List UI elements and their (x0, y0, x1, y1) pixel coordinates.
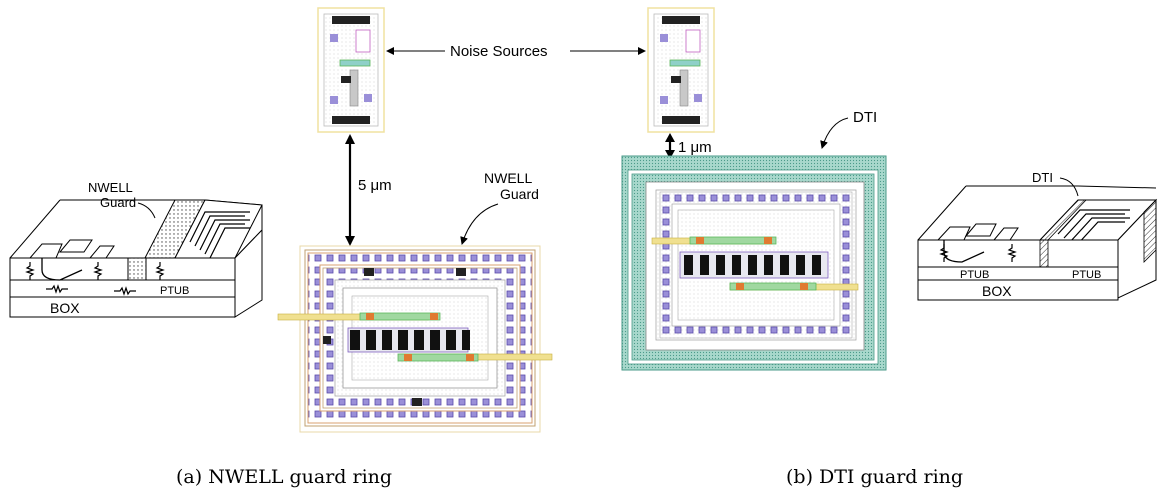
spacing-label-nwell: 5 μm (358, 177, 392, 194)
nwell-guard-leader (137, 202, 156, 219)
nwell-layout-label-line1: NWELL (484, 170, 532, 186)
resistors-a (25, 262, 165, 296)
interdigitated-fingers-b (1057, 209, 1130, 247)
dti-cross-section: PTUB PTUB BOX DTI (917, 170, 1158, 301)
nwell-guard-label-line1: NWELL (88, 180, 133, 195)
box-label-a: BOX (50, 300, 80, 316)
dti-cross-leader (1059, 177, 1079, 197)
caption-a: (a) NWELL guard ring (176, 466, 392, 488)
noise-source-cell-1 (317, 7, 385, 133)
nwell-guard-label-line2: Guard (100, 195, 136, 210)
nwell-layout-label-line2: Guard (500, 186, 539, 202)
nwell-layout-leader (460, 203, 499, 245)
caption-b: (b) DTI guard ring (786, 466, 963, 488)
spacing-label-dti: 1 μm (678, 139, 712, 156)
ptub-label-b1: PTUB (960, 269, 989, 281)
interdigitated-fingers-a (189, 211, 250, 259)
device-a (28, 239, 115, 259)
resistors-b (939, 244, 1017, 262)
box-label-b: BOX (982, 283, 1012, 299)
dti-guard-layout (621, 155, 887, 371)
noise-source-cell-2 (647, 7, 715, 133)
device-b (936, 223, 1019, 241)
dti-top-leader (820, 117, 849, 149)
ptub-label-b2: PTUB (1072, 269, 1101, 281)
nwell-cross-section: PTUB BOX NWELL Guard (9, 180, 263, 318)
nwell-guard-layout (277, 245, 553, 433)
dti-cross-label: DTI (1032, 170, 1053, 185)
noise-sources-label: Noise Sources (450, 43, 548, 60)
dti-top-label: DTI (853, 109, 877, 126)
ptub-label-a: PTUB (160, 285, 189, 297)
